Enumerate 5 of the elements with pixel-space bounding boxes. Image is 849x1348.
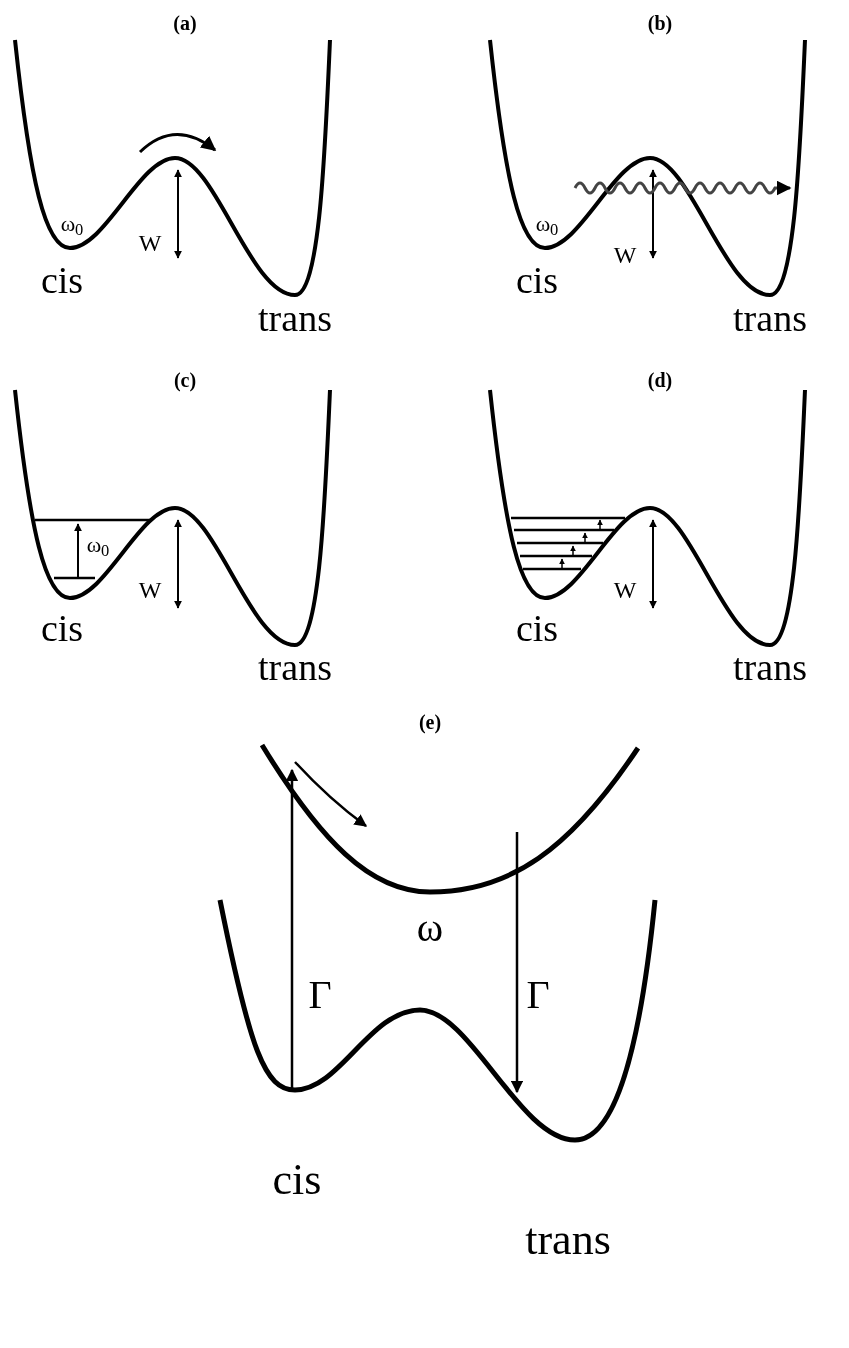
panel-label: (c) bbox=[172, 370, 198, 390]
panel-label: (a) bbox=[172, 13, 198, 33]
panel-label: (d) bbox=[646, 370, 674, 390]
panel-label: (b) bbox=[646, 13, 674, 33]
panel-label: (e) bbox=[417, 712, 443, 732]
